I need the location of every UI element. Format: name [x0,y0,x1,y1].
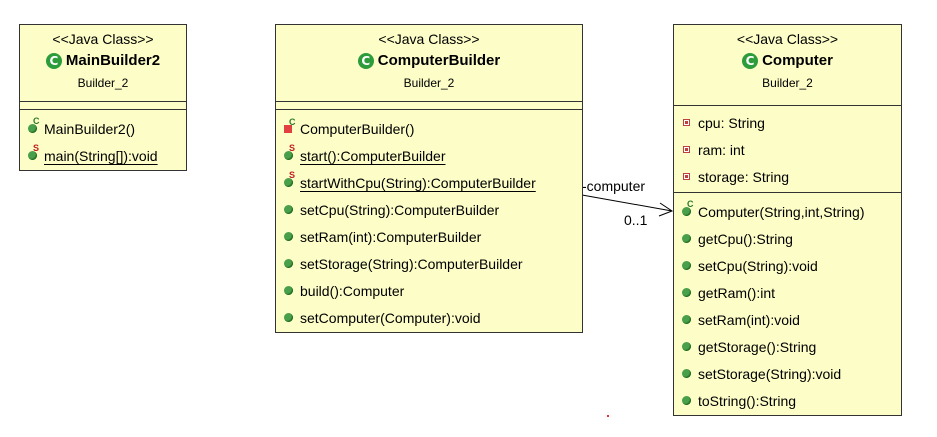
method-label: getRam():int [698,284,776,301]
constructor-marker-icon: C [33,116,40,126]
method-label: setComputer(Computer):void [300,309,481,326]
private-field-icon [682,146,690,153]
method-label: ComputerBuilder() [300,120,415,137]
public-method-icon [681,369,691,378]
public-method-icon [283,151,293,160]
methods-separator [276,109,582,110]
stereotype-label: <<Java Class>> [52,31,154,47]
public-method-icon [283,205,293,214]
method-row[interactable]: getCpu():String [674,225,901,252]
class-icon: C [357,53,374,69]
field-label: ram: int [698,141,745,158]
public-method-icon [283,313,293,322]
method-row[interactable]: S main(String[]):void [20,142,186,169]
stereotype-label: <<Java Class>> [378,31,480,47]
method-row[interactable]: getRam():int [674,279,901,306]
public-method-icon [681,288,691,297]
stereotype-label: <<Java Class>> [736,31,839,47]
method-label: startWithCpu(String):ComputerBuilder [300,174,536,191]
method-label: getCpu():String [698,230,793,247]
method-label: setCpu(String):ComputerBuilder [300,201,500,218]
method-row[interactable]: setRam(int):void [674,306,901,333]
methods-separator [20,109,186,110]
class-icon: C [742,53,759,69]
public-method-icon [681,315,691,324]
method-label: toString():String [698,392,797,409]
method-label: main(String[]):void [44,147,158,164]
method-row[interactable]: S start():ComputerBuilder [276,142,582,169]
method-label: setCpu(String):void [698,257,818,274]
class-name: MainBuilder2 [65,52,161,69]
constructor-marker-icon: C [687,199,694,209]
static-marker-icon: S [289,170,296,180]
fields-separator [674,105,901,106]
public-method-icon [283,286,293,295]
fields-separator [20,101,186,102]
method-label: setRam(int):ComputerBuilder [300,228,482,245]
private-field-icon [682,119,690,126]
package-label: Builder_2 [403,76,455,90]
static-marker-icon: S [289,143,296,153]
fields-separator [276,101,582,102]
method-row[interactable]: setRam(int):ComputerBuilder [276,223,582,250]
class-name: Computer [762,52,833,69]
method-row[interactable]: setComputer(Computer):void [276,304,582,331]
method-row[interactable]: C ComputerBuilder() [276,115,582,142]
method-label: Computer(String,int,String) [698,203,865,220]
method-row[interactable]: S startWithCpu(String):ComputerBuilder [276,169,582,196]
method-label: setRam(int):void [698,311,800,328]
field-row[interactable]: storage: String [674,163,901,190]
class-name: ComputerBuilder [377,52,501,69]
private-field-icon [682,173,690,180]
method-label: start():ComputerBuilder [300,147,446,164]
field-label: storage: String [698,168,790,185]
method-row[interactable]: build():Computer [276,277,582,304]
method-row[interactable]: setStorage(String):ComputerBuilder [276,250,582,277]
class-icon: C [45,53,62,69]
public-method-icon [27,124,37,133]
field-label: cpu: String [698,114,765,131]
method-label: setStorage(String):ComputerBuilder [300,255,523,272]
private-constructor-icon [284,124,292,133]
public-method-icon [681,342,691,351]
public-method-icon [283,259,293,268]
methods-separator [674,192,901,193]
method-row[interactable]: getStorage():String [674,333,901,360]
public-method-icon [681,261,691,270]
method-label: build():Computer [300,282,405,299]
public-method-icon [681,396,691,405]
method-row[interactable]: C Computer(String,int,String) [674,198,901,225]
method-row[interactable]: toString():String [674,387,901,414]
public-method-icon [283,178,293,187]
package-label: Builder_2 [77,76,129,90]
static-marker-icon: S [33,143,40,153]
public-method-icon [27,151,37,160]
package-label: Builder_2 [762,76,813,90]
association-role-label: -computer [582,178,646,194]
method-row[interactable]: setCpu(String):ComputerBuilder [276,196,582,223]
association-multiplicity-label: 0..1 [624,212,648,228]
method-row[interactable]: setCpu(String):void [674,252,901,279]
public-method-icon [283,232,293,241]
field-row[interactable]: cpu: String [674,109,901,136]
method-label: getStorage():String [698,338,817,355]
method-label: MainBuilder2() [44,120,136,137]
constructor-marker-icon: C [289,116,296,127]
method-label: setStorage(String):void [698,365,842,382]
field-row[interactable]: ram: int [674,136,901,163]
method-row[interactable]: C MainBuilder2() [20,115,186,142]
public-method-icon [681,207,691,216]
method-row[interactable]: setStorage(String):void [674,360,901,387]
public-method-icon [681,234,691,243]
